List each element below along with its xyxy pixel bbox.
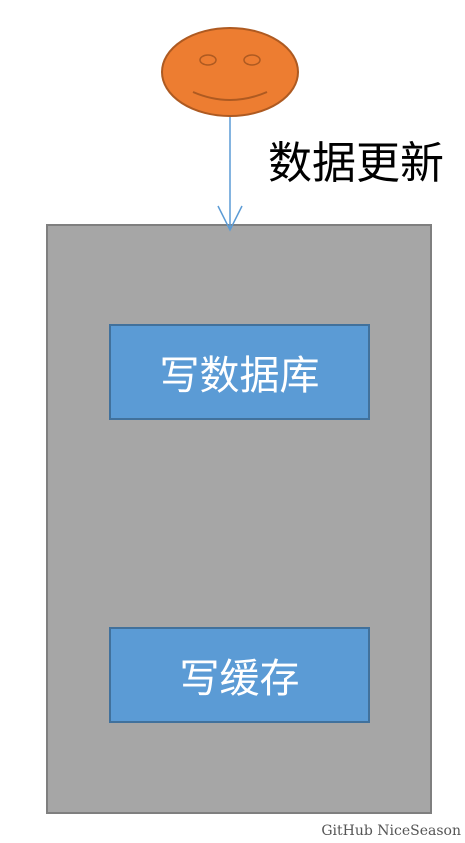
data-update-label: 数据更新 <box>268 138 444 189</box>
write-cache-node: 写缓存 <box>109 627 370 723</box>
mouth <box>192 91 268 101</box>
watermark-text: GitHub NiceSeason <box>321 823 461 839</box>
write-database-node: 写数据库 <box>109 324 370 420</box>
smiley-face-icon <box>161 27 299 117</box>
face-outline <box>161 27 299 117</box>
right-eye <box>243 54 261 66</box>
update-arrow-head <box>217 205 243 232</box>
process-container <box>46 224 432 814</box>
left-eye <box>199 54 217 66</box>
